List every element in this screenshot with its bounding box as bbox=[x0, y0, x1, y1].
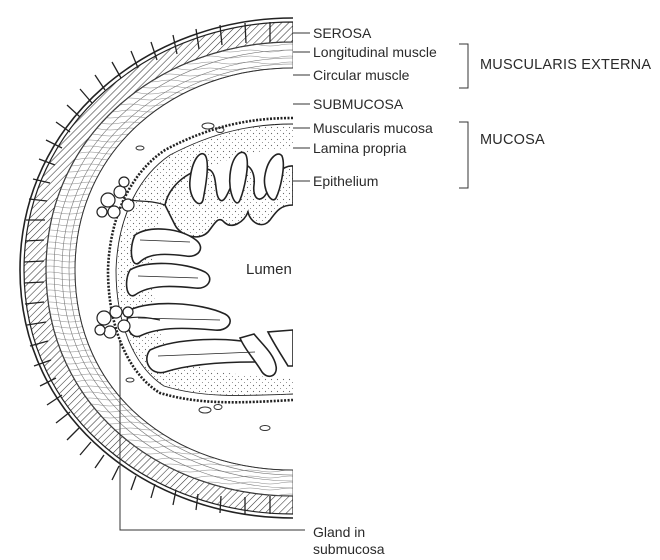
serosa-label: SEROSA bbox=[313, 25, 371, 41]
gland-label-line2: submucosa bbox=[313, 541, 385, 557]
mucosa-bracket bbox=[459, 122, 468, 188]
circular-muscle-label: Circular muscle bbox=[313, 67, 409, 83]
submucosa-label: SUBMUCOSA bbox=[313, 96, 403, 112]
muscularis-externa-bracket bbox=[459, 44, 468, 88]
epithelium-label: Epithelium bbox=[313, 173, 378, 189]
longitudinal-muscle-label: Longitudinal muscle bbox=[313, 44, 437, 60]
lumen-label: Lumen bbox=[246, 262, 292, 278]
muscularis-externa-label: MUSCULARIS EXTERNA bbox=[480, 57, 651, 73]
lamina-propria-label: Lamina propria bbox=[313, 140, 406, 156]
gland-label-line1: Gland in bbox=[313, 524, 365, 540]
muscularis-mucosa-label: Muscularis mucosa bbox=[313, 120, 433, 136]
mucosa-label: MUCOSA bbox=[480, 132, 545, 148]
